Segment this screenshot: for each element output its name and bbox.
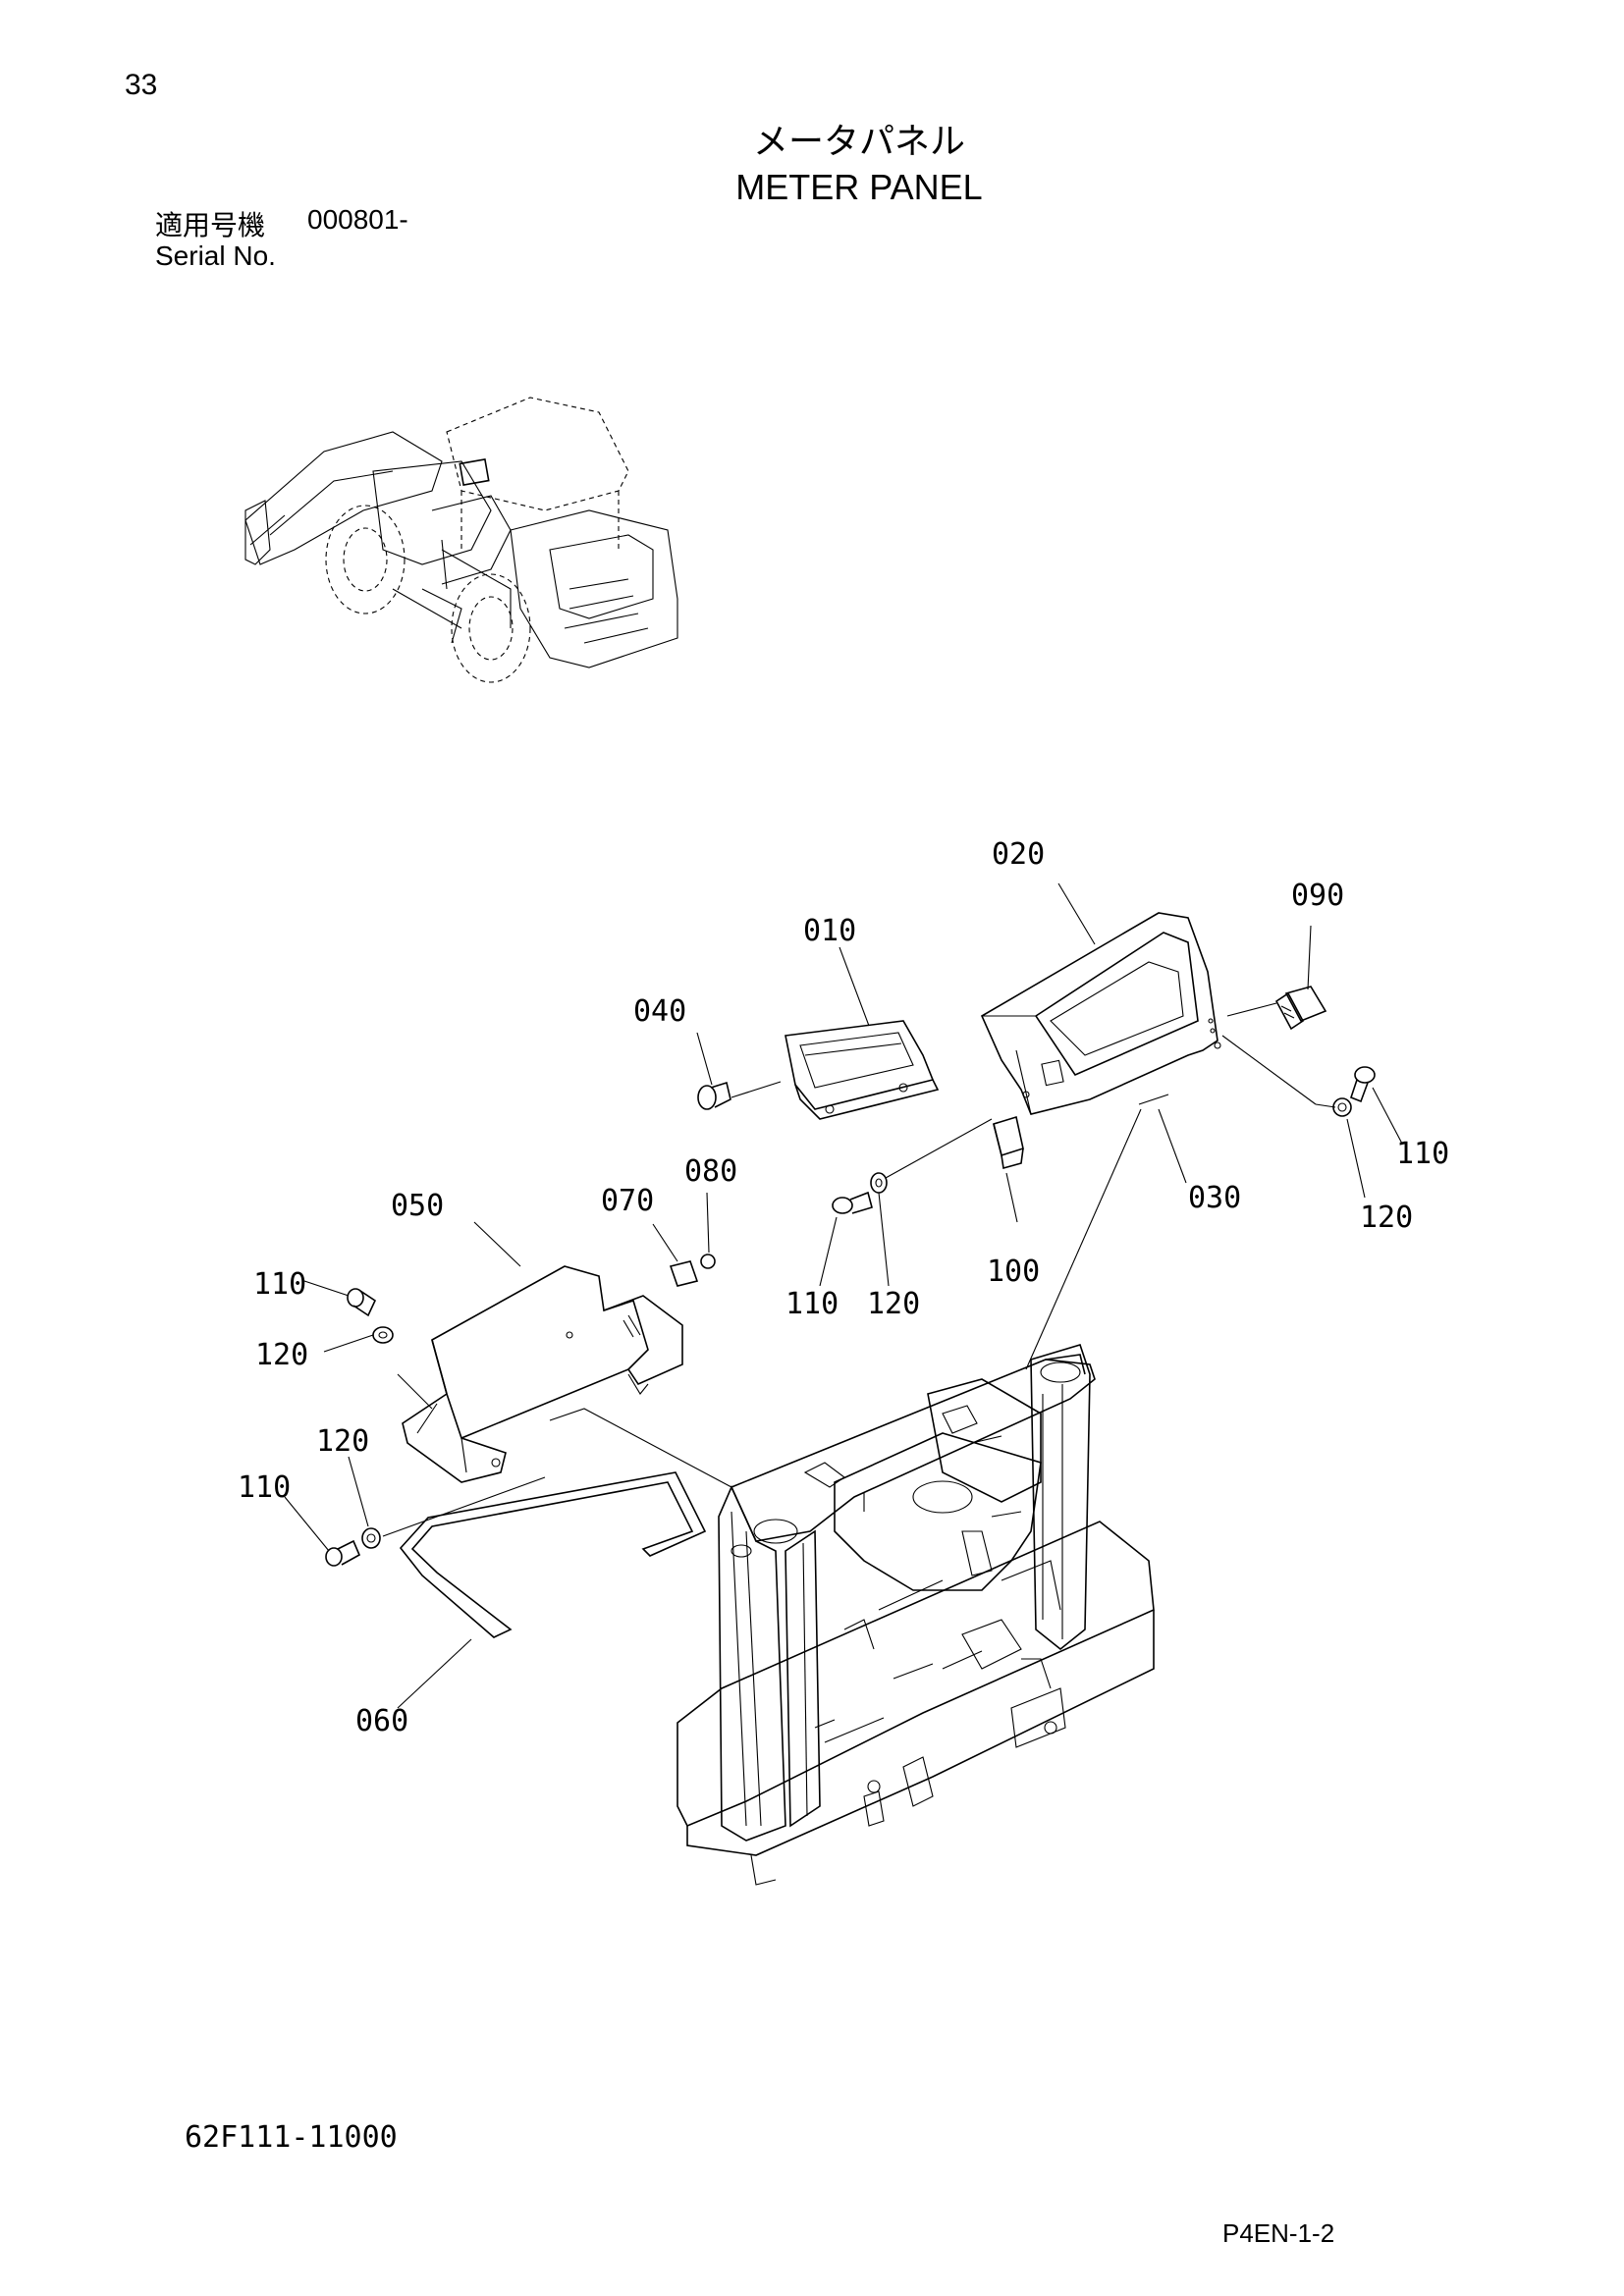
switch-100 [993,1115,1024,1170]
switch-090 [1274,986,1327,1031]
callout-050: 050 [391,1189,444,1223]
callout-120-left-top: 120 [255,1338,308,1372]
clip-070 [669,1260,699,1287]
serial-label: Serial No. [155,240,276,271]
bolt-110-middle [832,1191,873,1214]
callout-070: 070 [601,1184,654,1218]
washer-120-right [1332,1097,1352,1117]
strip-060 [399,1471,707,1638]
callout-060: 060 [355,1704,408,1738]
callout-110-middle: 110 [785,1287,839,1321]
meter-panel-cover [980,912,1221,1115]
bolt-110-left-bottom [325,1539,361,1567]
frame-structure [677,1344,1155,1886]
callout-labels: 020 010 040 090 110 120 030 100 110 120 … [238,837,1449,1738]
callout-110-left-bottom: 110 [238,1470,291,1505]
callout-020: 020 [992,837,1045,872]
callout-090: 090 [1291,879,1344,913]
bracket-050 [402,1265,683,1483]
drawing-number: 62F111-11000 [185,2120,398,2155]
callout-040: 040 [633,994,686,1029]
callout-120-right: 120 [1360,1201,1413,1235]
bolt-110-right [1350,1066,1376,1103]
callout-100: 100 [987,1255,1040,1289]
bolt-110-left-top [347,1288,377,1317]
page-title-japanese: メータパネル [752,122,965,162]
page-code: P4EN-1-2 [1222,2218,1335,2248]
washer-120-left-top [372,1326,394,1344]
cap-080 [700,1254,716,1269]
callout-110-left-top: 110 [253,1267,306,1302]
machine-overview-illustration [244,397,678,683]
washer-120-middle [870,1172,888,1194]
screw-040 [697,1081,731,1110]
serial-label-japanese: 適用号機 [155,209,266,241]
meter-unit [785,1020,940,1120]
page-number: 33 [125,69,158,101]
washer-120-left-bottom [361,1527,381,1549]
callout-110-right: 110 [1396,1137,1449,1171]
callout-010: 010 [803,914,856,948]
callout-080: 080 [684,1154,737,1189]
callout-030: 030 [1188,1181,1241,1215]
callout-120-middle: 120 [867,1287,920,1321]
serial-range: 000801- [307,204,408,235]
callout-120-left-bottom: 120 [316,1424,369,1459]
page-title: METER PANEL [735,167,983,207]
leader-lines [284,882,1403,1709]
